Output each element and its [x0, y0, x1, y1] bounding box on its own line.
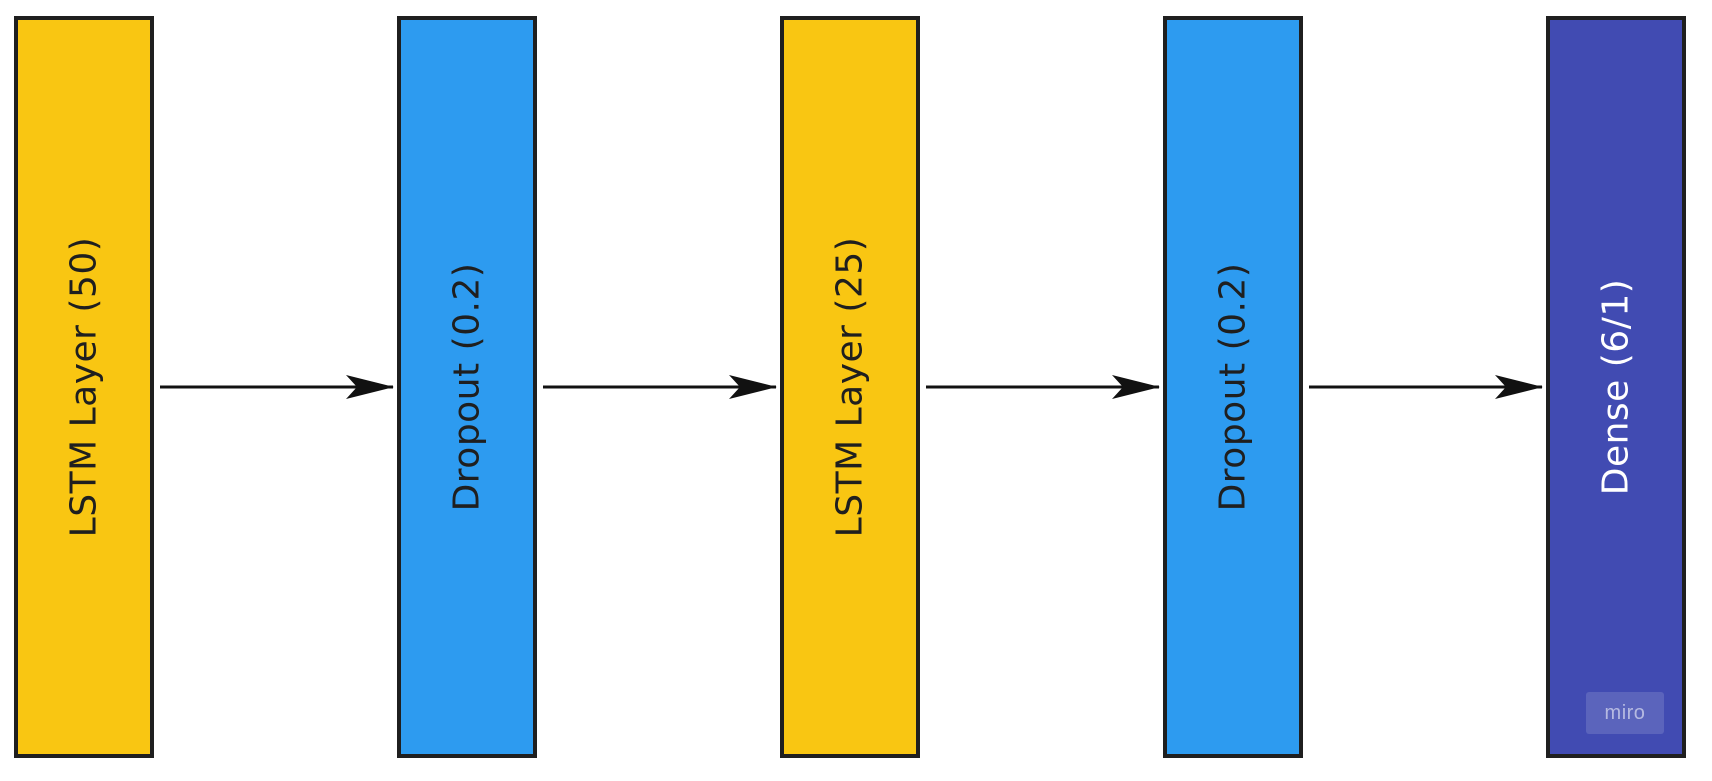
layer-box-lstm-25: LSTM Layer (25) [780, 16, 920, 758]
layer-box-dropout-2: Dropout (0.2) [1163, 16, 1303, 758]
layer-label: Dropout (0.2) [1212, 262, 1254, 512]
layer-label: Dropout (0.2) [446, 262, 488, 512]
layer-box-dense: Dense (6/1) miro [1546, 16, 1686, 758]
layer-box-lstm-50: LSTM Layer (50) [14, 16, 154, 758]
layer-box-dropout-1: Dropout (0.2) [397, 16, 537, 758]
layer-label: LSTM Layer (25) [829, 236, 871, 538]
layer-label: LSTM Layer (50) [63, 236, 105, 538]
miro-watermark-logo: miro [1586, 692, 1664, 734]
layer-label: Dense (6/1) [1595, 278, 1637, 496]
